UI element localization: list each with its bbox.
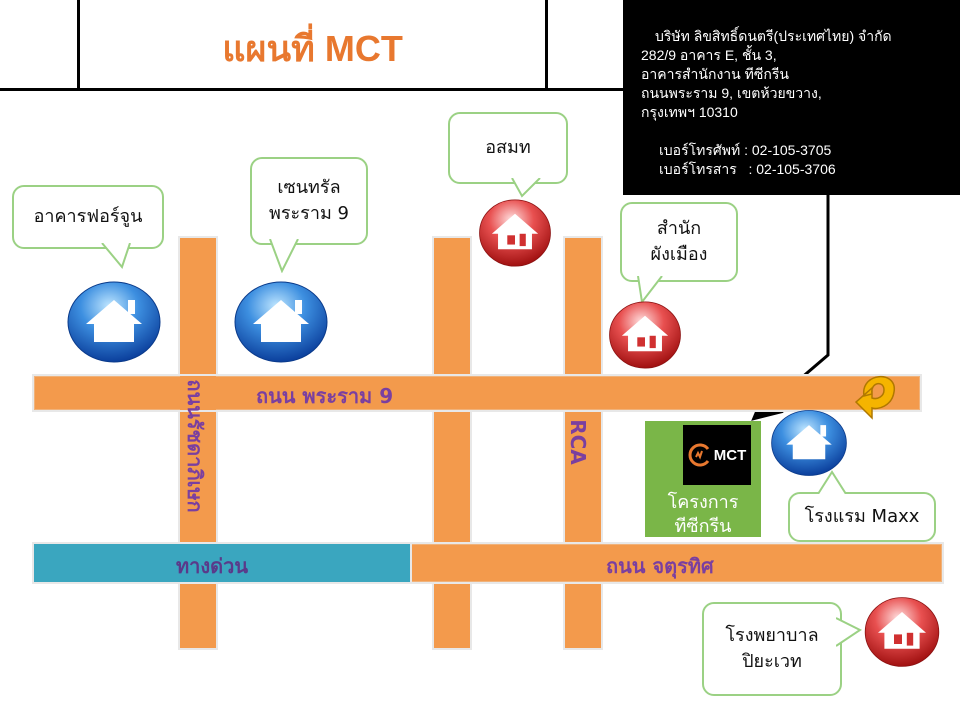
road-label-rca: RCA [566,419,590,465]
road-expressway [32,542,412,584]
road-label-ratchada: ถนนรัชดาภิเษก [183,379,207,513]
callout-osmt: อสมท [448,112,568,184]
callout-hotel: โรงแรม Maxx [788,492,936,542]
callout-tail [511,178,541,198]
callout-hospital-line2: ปิยะเวท [742,651,802,672]
callout-hospital: โรงพยาบาล ปิยะเวท [702,602,842,696]
callout-central: เซนทรัล พระราม 9 [250,157,368,245]
callout-fortune-label: อาคารฟอร์จูน [33,205,143,227]
callout-central-line2: พระราม 9 [268,203,349,224]
u-turn-arrow-icon [854,376,895,420]
company-address: บริษัท ลิขสิทธิ์ดนตรี(ประเทศไทย) จำกัด 2… [641,27,892,179]
project-logo: MCT [683,425,751,485]
company-line: 282/9 อาคาร E, ชั้น 3, [641,47,777,63]
callout-city-planning-line2: ผังเมือง [650,244,708,265]
company-info-box: บริษัท ลิขสิทธิ์ดนตรี(ประเทศไทย) จำกัด 2… [623,0,960,195]
page-title: แผนที่ MCT [222,28,403,69]
project-line1: โครงการ [667,492,739,513]
company-line: กรุงเทพฯ 10310 [641,104,738,120]
callout-tail [836,617,862,647]
road-ratchada-overlay [180,376,216,410]
house-icon-blue [234,281,328,363]
callout-hospital-line1: โรงพยาบาล [725,624,819,646]
road-label-chatuthit: ถนน จตุรทิศ [606,554,714,578]
callout-tail [101,243,131,269]
company-line: ถนนพระราม 9, เขตห้วยขวาง, [641,85,822,101]
header-divider-1 [77,0,80,88]
company-line: บริษัท ลิขสิทธิ์ดนตรี(ประเทศไทย) จำกัด [655,28,892,44]
callout-city-planning-line1: สำนัก [656,217,702,239]
house-icon-red [609,301,681,369]
road-center-vertical [432,236,472,650]
road-rama9 [32,374,922,412]
road-label-rama9: ถนน พระราม 9 [256,384,394,408]
header-bar: แผนที่ MCT [0,0,960,91]
road-chatuthit [408,542,944,584]
callout-city-planning: สำนัก ผังเมือง [620,202,738,282]
company-phone: เบอร์โทรศัพท์ : 02-105-3705 [659,142,832,158]
project-logo-text: MCT [713,446,747,464]
project-line2: ทีซีกรีน [674,516,732,537]
callout-osmt-label: อสมท [485,136,531,158]
house-icon-blue [67,281,161,363]
project-box: MCT โครงการ ทีซีกรีน [645,421,761,537]
house-icon-red [479,199,551,267]
callout-hotel-label: โรงแรม Maxx [804,505,920,527]
callout-tail [817,470,847,494]
company-fax: เบอร์โทรสาร : 02-105-3706 [659,161,836,177]
header-divider-2 [545,0,548,88]
callout-central-line1: เซนทรัล [277,176,341,198]
house-icon-blue [771,410,847,476]
road-label-expressway: ทางด่วน [176,554,249,578]
mct-logo-icon [688,443,709,467]
company-line: อาคารสำนักงาน ทีซีกรีน [641,66,789,82]
callout-tail [269,239,299,273]
callout-fortune: อาคารฟอร์จูน [12,185,164,249]
house-icon-red [864,597,940,667]
